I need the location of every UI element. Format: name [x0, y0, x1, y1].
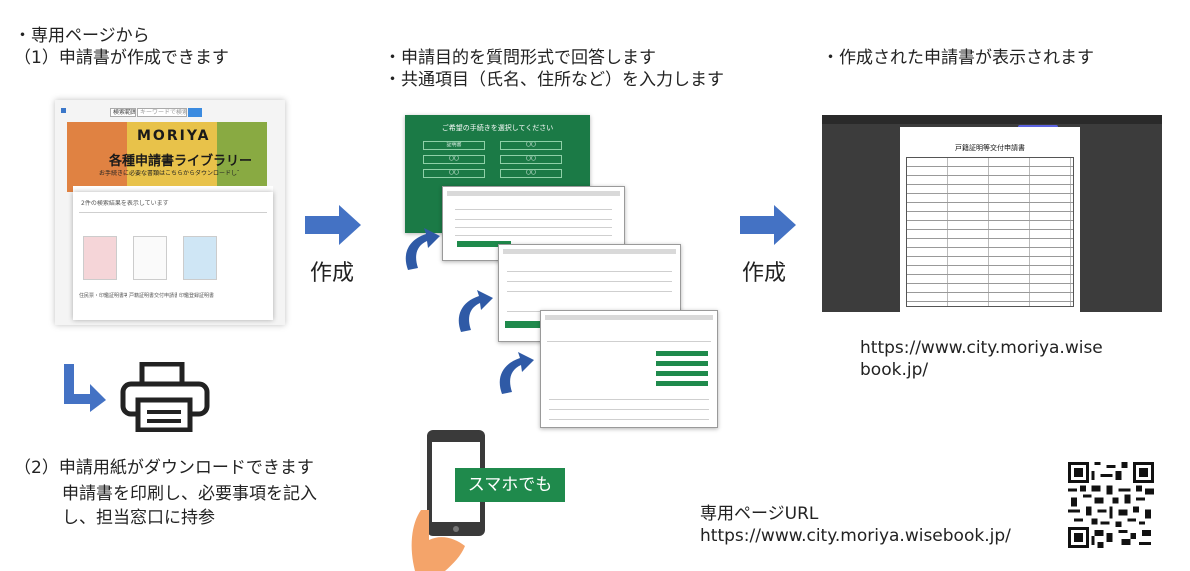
- search-input[interactable]: キーワードで検索: [137, 108, 187, 117]
- result-panel: 2件の検索結果を表示しています 住民票・印鑑証明書等 戸籍証明書交付申請書 印鑑…: [73, 192, 273, 320]
- step2-line-3: し、担当窓口に持参: [62, 508, 215, 528]
- banner-subtitle: お手続きに必要な書類はこちらからダウンロードしてください: [99, 170, 239, 177]
- banner-illustration-left: [67, 122, 127, 192]
- form-thumbnail-3[interactable]: [183, 236, 217, 280]
- result-url-line-1[interactable]: https://www.city.moriya.wise: [860, 338, 1103, 358]
- form-label-1: 住民票・印鑑証明書等: [79, 293, 127, 299]
- form-thumbnail-1[interactable]: [83, 236, 117, 280]
- curved-arrow-icon-1: [405, 228, 440, 270]
- form-label-2: 戸籍証明書交付申請書: [129, 293, 177, 299]
- right-arrow-icon-1: [305, 205, 361, 245]
- form-thumbnail-2[interactable]: [133, 236, 167, 280]
- qr-code-icon[interactable]: [1068, 462, 1154, 548]
- document-title: 戸籍証明等交付申請書: [955, 144, 1025, 152]
- pdf-viewer: 戸籍証明等交付申請書: [822, 115, 1162, 312]
- banner-illustration-right: [217, 122, 267, 192]
- search-button[interactable]: [188, 108, 202, 117]
- intro-line-2: （1）申請書が作成できます: [14, 48, 229, 68]
- result-url-line-2[interactable]: book.jp/: [860, 360, 929, 380]
- result-count-text: 2件の検索結果を表示しています: [81, 200, 169, 207]
- banner-logo: MORIYA: [137, 128, 211, 144]
- library-site-screenshot: 検索範囲 キーワードで検索 MORIYA 各種申請書ライブラリー お手続きに必要…: [55, 100, 285, 325]
- library-banner: MORIYA 各種申請書ライブラリー お手続きに必要な書類はこちらからダウンロー…: [67, 122, 267, 192]
- procedure-select-title: ご希望の手続きを選択してください: [441, 124, 554, 132]
- create-label-1: 作成: [310, 261, 355, 286]
- banner-title: 各種申請書ライブラリー: [109, 154, 253, 169]
- down-right-arrow-icon: [64, 364, 106, 412]
- middle-line-2: ・共通項目（氏名、住所など）を入力します: [384, 70, 724, 90]
- answer-bar-3[interactable]: [656, 371, 708, 376]
- form-label-3: 印鑑登録証明書: [179, 293, 215, 299]
- next-button-1[interactable]: [457, 241, 511, 247]
- middle-line-1: ・申請目的を質問形式で回答します: [384, 48, 656, 68]
- pdf-toolbar: [822, 115, 1162, 124]
- option-button-5[interactable]: 〇〇: [423, 169, 485, 178]
- curved-arrow-icon-3: [499, 352, 534, 394]
- curved-arrow-icon-2: [458, 290, 493, 332]
- step2-line-1: （2）申請用紙がダウンロードできます: [14, 458, 314, 478]
- right-arrow-icon-2: [740, 205, 796, 245]
- search-select[interactable]: 検索範囲: [110, 108, 136, 117]
- option-button-6[interactable]: 〇〇: [500, 169, 562, 178]
- site-logo-icon: [61, 108, 66, 113]
- answer-bar-2[interactable]: [656, 361, 708, 366]
- footer-url[interactable]: https://www.city.moriya.wisebook.jp/: [700, 526, 1011, 546]
- document-form-grid: [906, 157, 1074, 307]
- next-button-2[interactable]: [505, 321, 565, 328]
- option-button-1[interactable]: 証明書: [423, 141, 485, 150]
- option-button-4[interactable]: 〇〇: [500, 155, 562, 164]
- option-button-2[interactable]: 〇〇: [500, 141, 562, 150]
- application-document-page: 戸籍証明等交付申請書: [900, 127, 1080, 312]
- question-form-screen-3: [540, 310, 718, 428]
- step2-line-2: 申請書を印刷し、必要事項を記入: [62, 484, 317, 504]
- answer-bar-1[interactable]: [656, 351, 708, 356]
- intro-line-1: ・専用ページから: [14, 26, 150, 46]
- footer-url-label: 専用ページURL: [700, 504, 819, 524]
- right-line-1: ・作成された申請書が表示されます: [822, 48, 1094, 68]
- smartphone-badge: スマホでも: [455, 468, 565, 502]
- answer-bar-4[interactable]: [656, 381, 708, 386]
- secondary-search-bar[interactable]: [73, 186, 273, 193]
- printer-icon: [120, 362, 210, 432]
- option-button-3[interactable]: 〇〇: [423, 155, 485, 164]
- create-label-2: 作成: [742, 261, 787, 286]
